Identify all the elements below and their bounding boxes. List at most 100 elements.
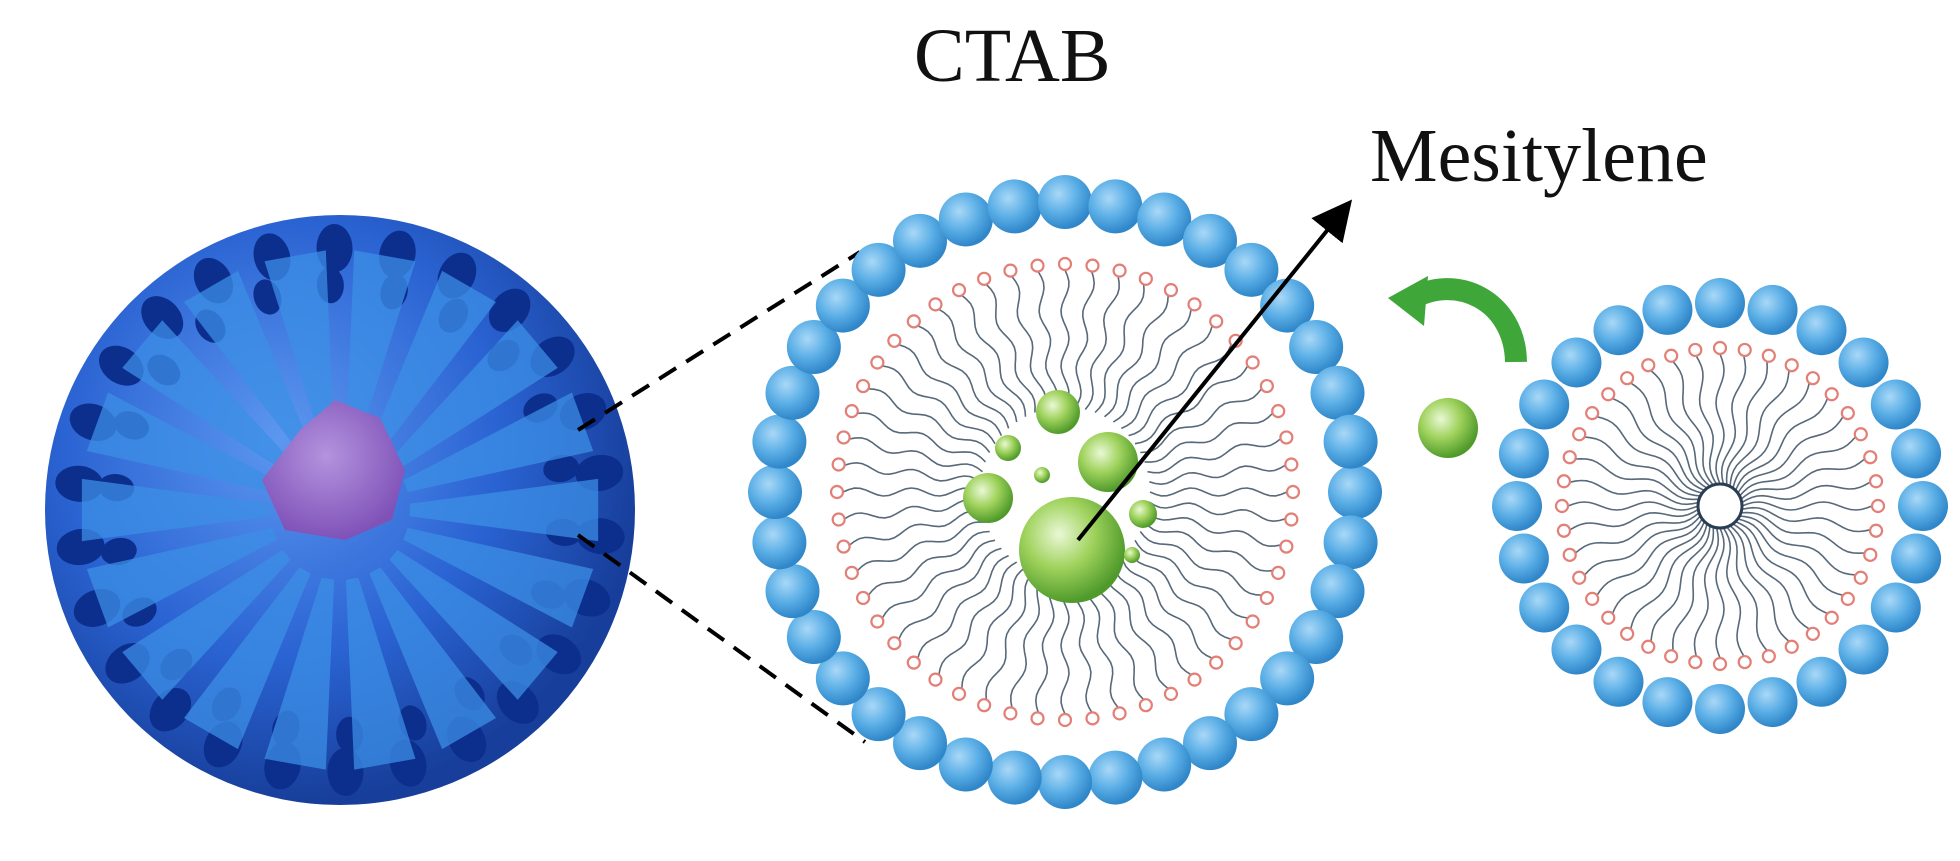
- head-group: [1870, 498, 1886, 514]
- surfactant-head: [1838, 624, 1889, 675]
- surfactant-head: [1870, 582, 1921, 633]
- surfactant-head: [1310, 365, 1365, 420]
- mesitylene-droplet: [995, 435, 1021, 461]
- pore: [543, 454, 580, 483]
- surfactant-tail: [856, 521, 986, 572]
- surfactant-head: [815, 278, 870, 333]
- head-group: [906, 655, 921, 670]
- pointer-arrow-icon: [1076, 199, 1353, 542]
- surfactant-tail: [1737, 518, 1844, 597]
- head-group: [1030, 258, 1045, 273]
- surfactant-tail: [1144, 412, 1274, 463]
- channel: [403, 392, 594, 493]
- head-group: [1163, 283, 1179, 298]
- surfactant-tail: [1672, 360, 1714, 486]
- surfactant-tail: [1147, 511, 1281, 547]
- surfactant-tail: [1143, 521, 1273, 572]
- head-group: [831, 457, 846, 472]
- head-group: [1228, 636, 1243, 651]
- surfactant-tail: [842, 487, 981, 497]
- head-group: [1620, 371, 1635, 386]
- surfactant-head: [815, 651, 870, 706]
- surfactant-tail: [1584, 436, 1701, 497]
- pore: [536, 634, 582, 675]
- surfactant-tail: [1611, 521, 1706, 614]
- head-group: [1601, 387, 1616, 402]
- head-group: [1259, 378, 1274, 394]
- surfactant-head: [1838, 337, 1889, 388]
- head-group: [887, 636, 902, 651]
- surfactant-tail: [1567, 501, 1699, 511]
- surfactant-head: [1260, 651, 1315, 706]
- surfactant-tail: [1584, 515, 1701, 576]
- surfactant-tail: [1134, 539, 1248, 619]
- radial-channels: [81, 250, 599, 770]
- channel: [183, 270, 311, 453]
- head-group: [1761, 649, 1776, 664]
- surfactant-head: [1747, 677, 1798, 728]
- surfactant-head: [1747, 284, 1798, 335]
- head-group: [1664, 348, 1679, 363]
- surfactant-head: [1492, 481, 1542, 531]
- surfactant-tail: [1612, 397, 1705, 492]
- surfactant-tail: [1732, 382, 1811, 489]
- surfactant-tail: [1139, 530, 1262, 596]
- head-group: [928, 297, 943, 312]
- surfactant-head: [893, 716, 947, 771]
- surfactant-tail: [1569, 479, 1699, 506]
- surfactant-head: [1519, 379, 1570, 430]
- surfactant-head: [765, 365, 820, 420]
- head-group: [1284, 457, 1299, 472]
- surfactant-tail: [844, 498, 981, 520]
- head-group: [1688, 342, 1703, 358]
- head-group: [1284, 512, 1299, 527]
- surfactant-label: CTAB: [914, 14, 1111, 98]
- surfactant-head: [752, 515, 807, 570]
- head-group: [1572, 570, 1587, 585]
- surfactant-head: [1498, 428, 1549, 479]
- head-group: [1554, 498, 1570, 514]
- head-group: [1271, 565, 1286, 580]
- head-group: [1572, 427, 1587, 442]
- head-group: [1737, 654, 1752, 670]
- surfactant-tail: [917, 325, 1010, 429]
- head-group: [1737, 342, 1752, 358]
- head-group: [1085, 711, 1100, 726]
- surfactant-tail: [1569, 508, 1699, 531]
- surfactant-tail: [1741, 506, 1871, 533]
- head-group: [1761, 348, 1776, 363]
- surfactant-head: [748, 465, 802, 519]
- head-group: [1585, 591, 1600, 606]
- surfactant-tail: [1737, 416, 1844, 494]
- surfactant-tail: [1732, 523, 1810, 630]
- head-group: [1688, 654, 1703, 670]
- surfactant-tail: [1094, 284, 1145, 414]
- surfactant-head: [987, 179, 1042, 234]
- surfactant-tail: [985, 283, 1036, 413]
- head-group: [844, 565, 859, 580]
- channel: [122, 549, 291, 700]
- pore: [98, 345, 144, 386]
- surfactant-head: [1519, 582, 1570, 633]
- head-group: [1868, 474, 1884, 489]
- surfactant-tail: [867, 530, 990, 596]
- channel: [403, 527, 594, 628]
- head-group: [928, 672, 943, 687]
- surfactant-tail: [1650, 525, 1711, 642]
- surfactant-tail: [1725, 361, 1769, 486]
- swollen-micelle-icon: [748, 175, 1382, 809]
- surfactant-tail: [1074, 271, 1096, 409]
- channel: [369, 567, 497, 750]
- mesitylene-droplet: [963, 473, 1013, 523]
- head-group: [1562, 450, 1577, 465]
- surfactant-head: [786, 320, 841, 374]
- surfactant-tail: [1735, 520, 1828, 615]
- surfactant-head: [1695, 278, 1745, 328]
- surfactant-tail: [1010, 574, 1046, 708]
- channel: [389, 320, 558, 471]
- surfactant-tail: [1037, 271, 1059, 408]
- head-group: [1245, 614, 1260, 629]
- mesitylene-droplet-icon: [1418, 398, 1478, 458]
- head-group: [1279, 539, 1294, 554]
